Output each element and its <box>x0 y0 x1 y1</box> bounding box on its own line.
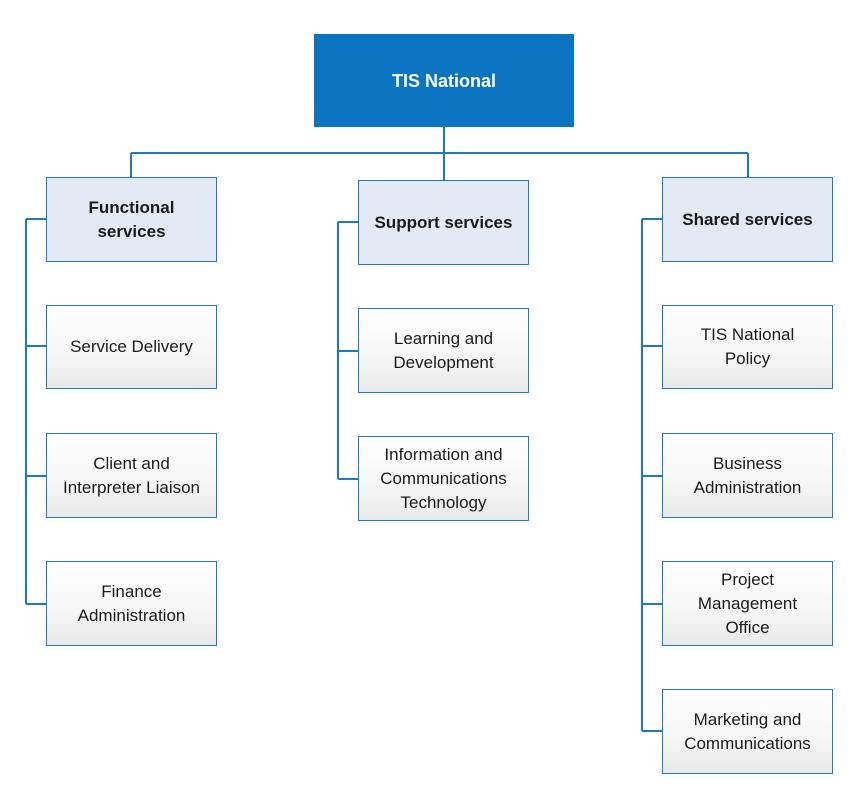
node-information-communications-technology: Information and Communications Technolog… <box>358 436 529 521</box>
node-project-management-office: Project Management Office <box>662 561 833 646</box>
root-node: TIS National <box>314 34 574 127</box>
node-client-interpreter-liaison: Client and Interpreter Liaison <box>46 433 217 518</box>
branch-functional-services: Functional services <box>46 177 217 262</box>
branch-shared-services: Shared services <box>662 177 833 262</box>
node-finance-administration: Finance Administration <box>46 561 217 646</box>
branch-support-services: Support services <box>358 180 529 265</box>
node-business-administration: Business Administration <box>662 433 833 518</box>
node-marketing-communications: Marketing and Communications <box>662 689 833 774</box>
node-tis-national-policy: TIS National Policy <box>662 305 833 389</box>
node-learning-development: Learning and Development <box>358 308 529 393</box>
node-service-delivery: Service Delivery <box>46 305 217 389</box>
